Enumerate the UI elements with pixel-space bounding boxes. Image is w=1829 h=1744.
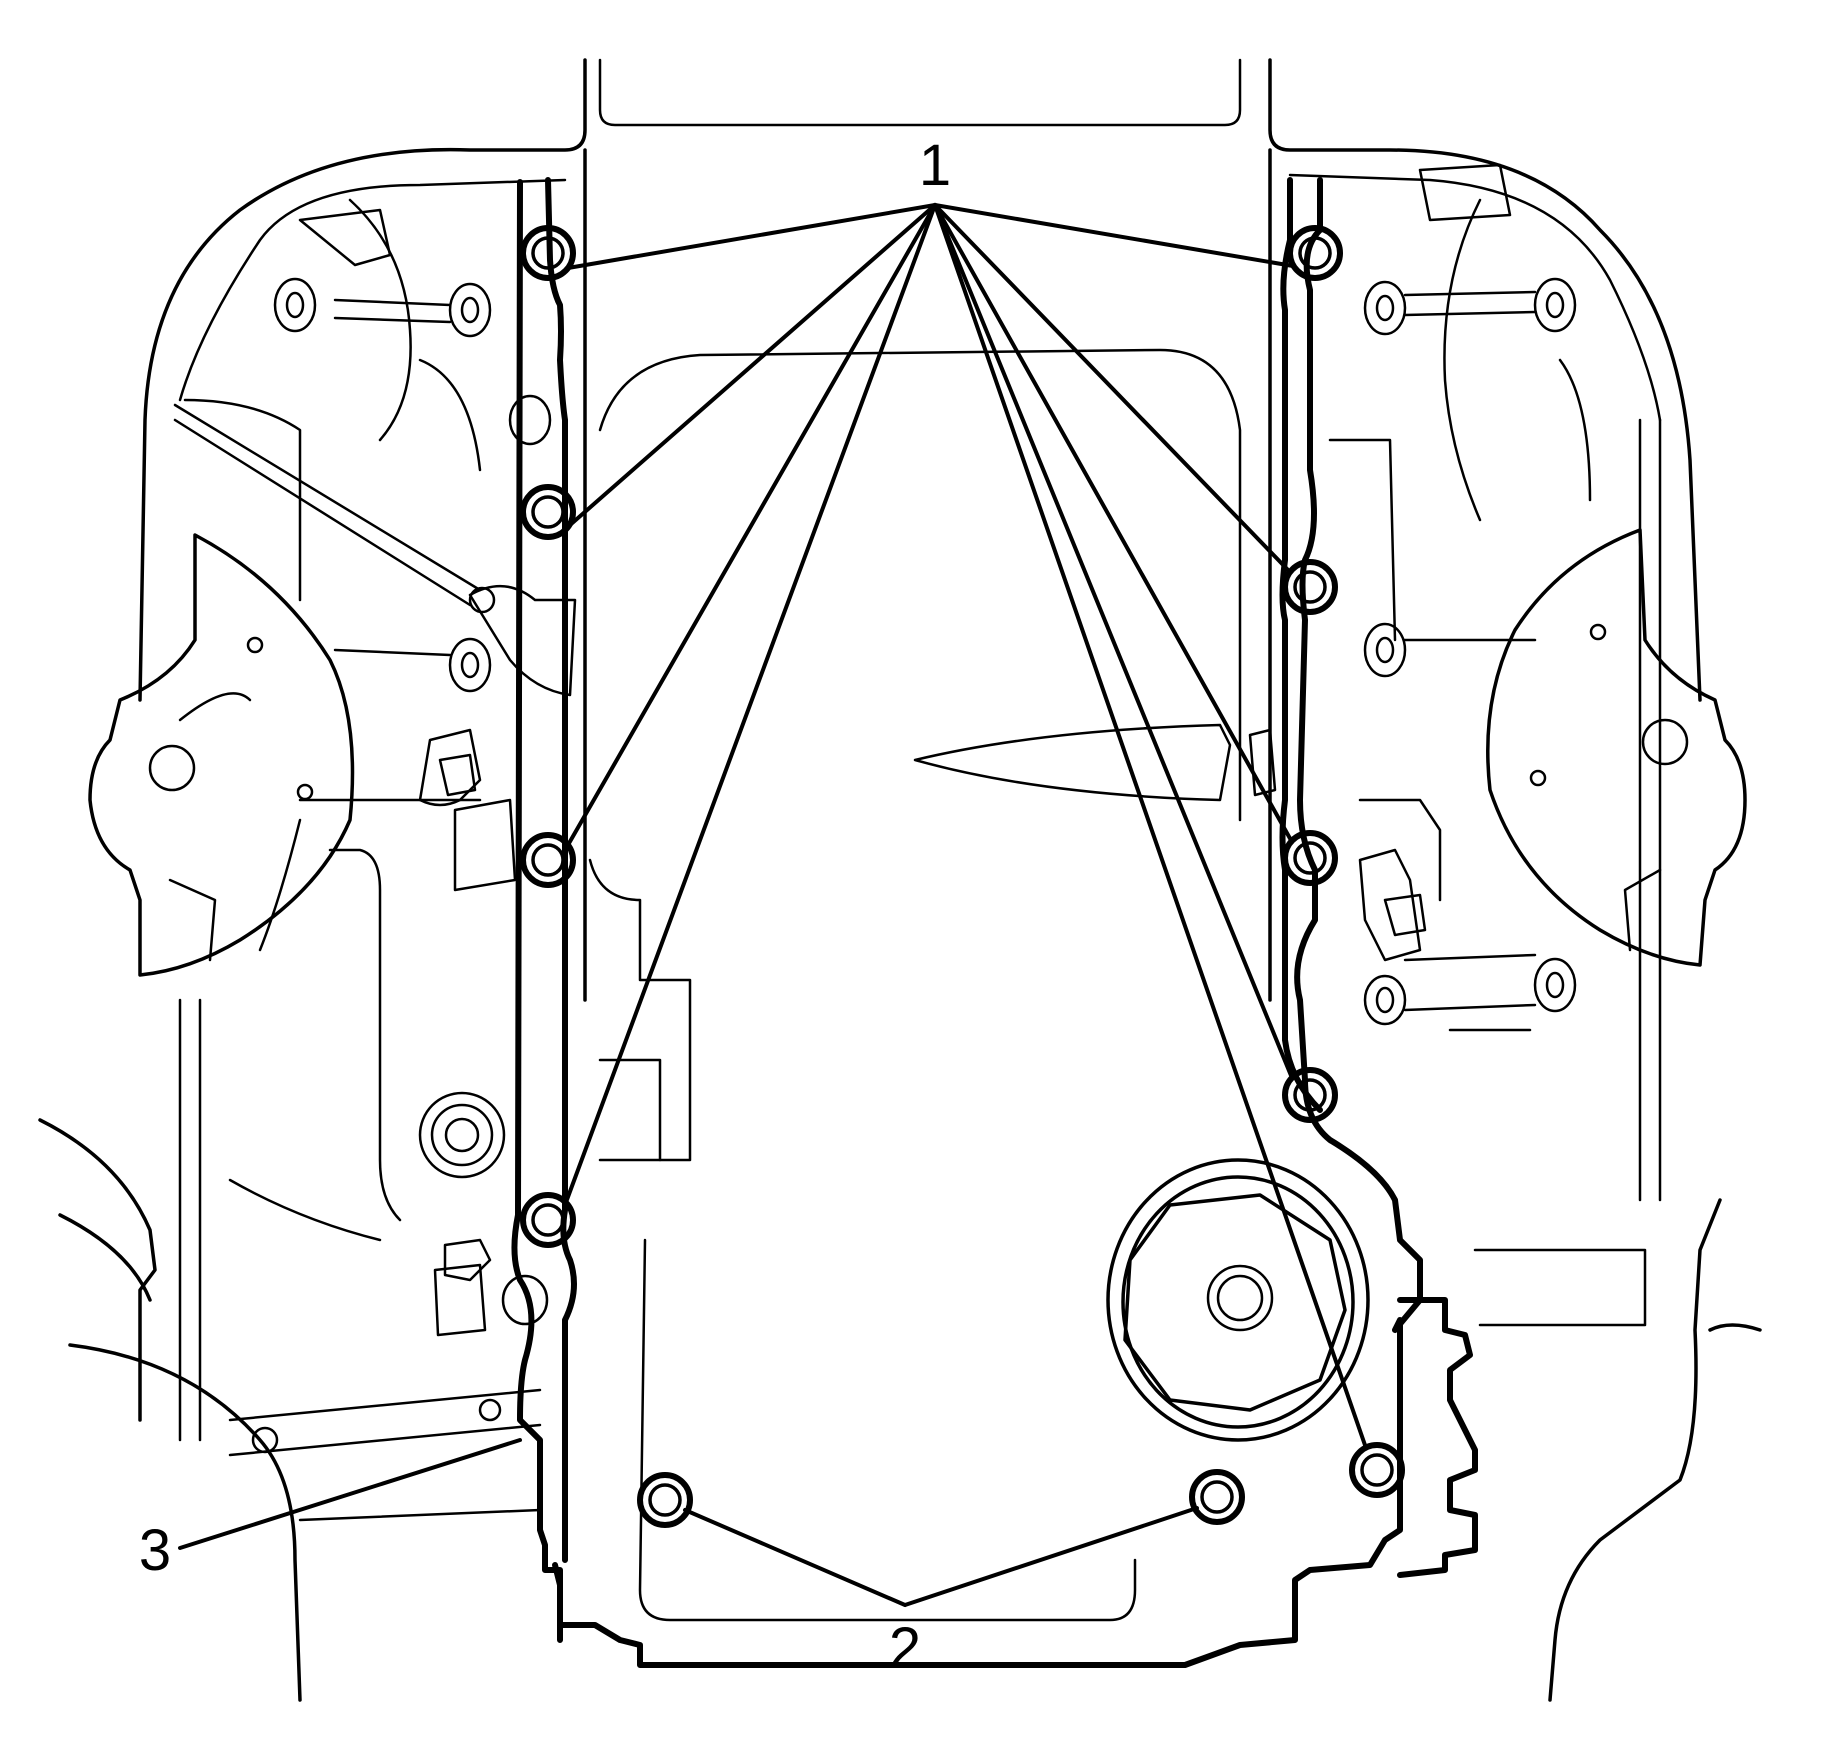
bolt-icon [520, 1192, 576, 1248]
callout-2: 2 [889, 1616, 921, 1681]
bolt-icon [1287, 225, 1343, 281]
bolt-icon [1282, 559, 1338, 615]
right-lower-features [1473, 418, 1762, 1702]
right-block-features [1248, 163, 1592, 1032]
bolt-icon [637, 1472, 693, 1528]
callout-1: 1 [919, 133, 951, 198]
left-block-features [173, 198, 577, 1442]
bolt-icon [520, 225, 576, 281]
bolts-item-1 [520, 225, 1405, 1498]
bolt-icon [1349, 1442, 1405, 1498]
left-heat-shield [88, 533, 355, 977]
right-heat-shield [1486, 528, 1747, 967]
oil-pan-interior [588, 348, 1242, 1622]
leader-lines-3 [178, 1438, 522, 1550]
oil-pan-outline [511, 177, 1478, 1668]
engine-block-outline [138, 58, 1702, 1002]
bolt-icon [1189, 1469, 1245, 1525]
oil-filter [1106, 1158, 1370, 1442]
bolt-icon [520, 484, 576, 540]
leader-lines-2 [683, 1506, 1199, 1607]
bolt-icon [1282, 830, 1338, 886]
bolt-icon [520, 832, 576, 888]
bolt-icon [1282, 1067, 1338, 1123]
leader-lines-1 [563, 203, 1368, 1450]
bolts-item-2 [637, 1469, 1245, 1528]
left-lower-features [38, 1091, 549, 1702]
callout-3: 3 [139, 1518, 171, 1583]
